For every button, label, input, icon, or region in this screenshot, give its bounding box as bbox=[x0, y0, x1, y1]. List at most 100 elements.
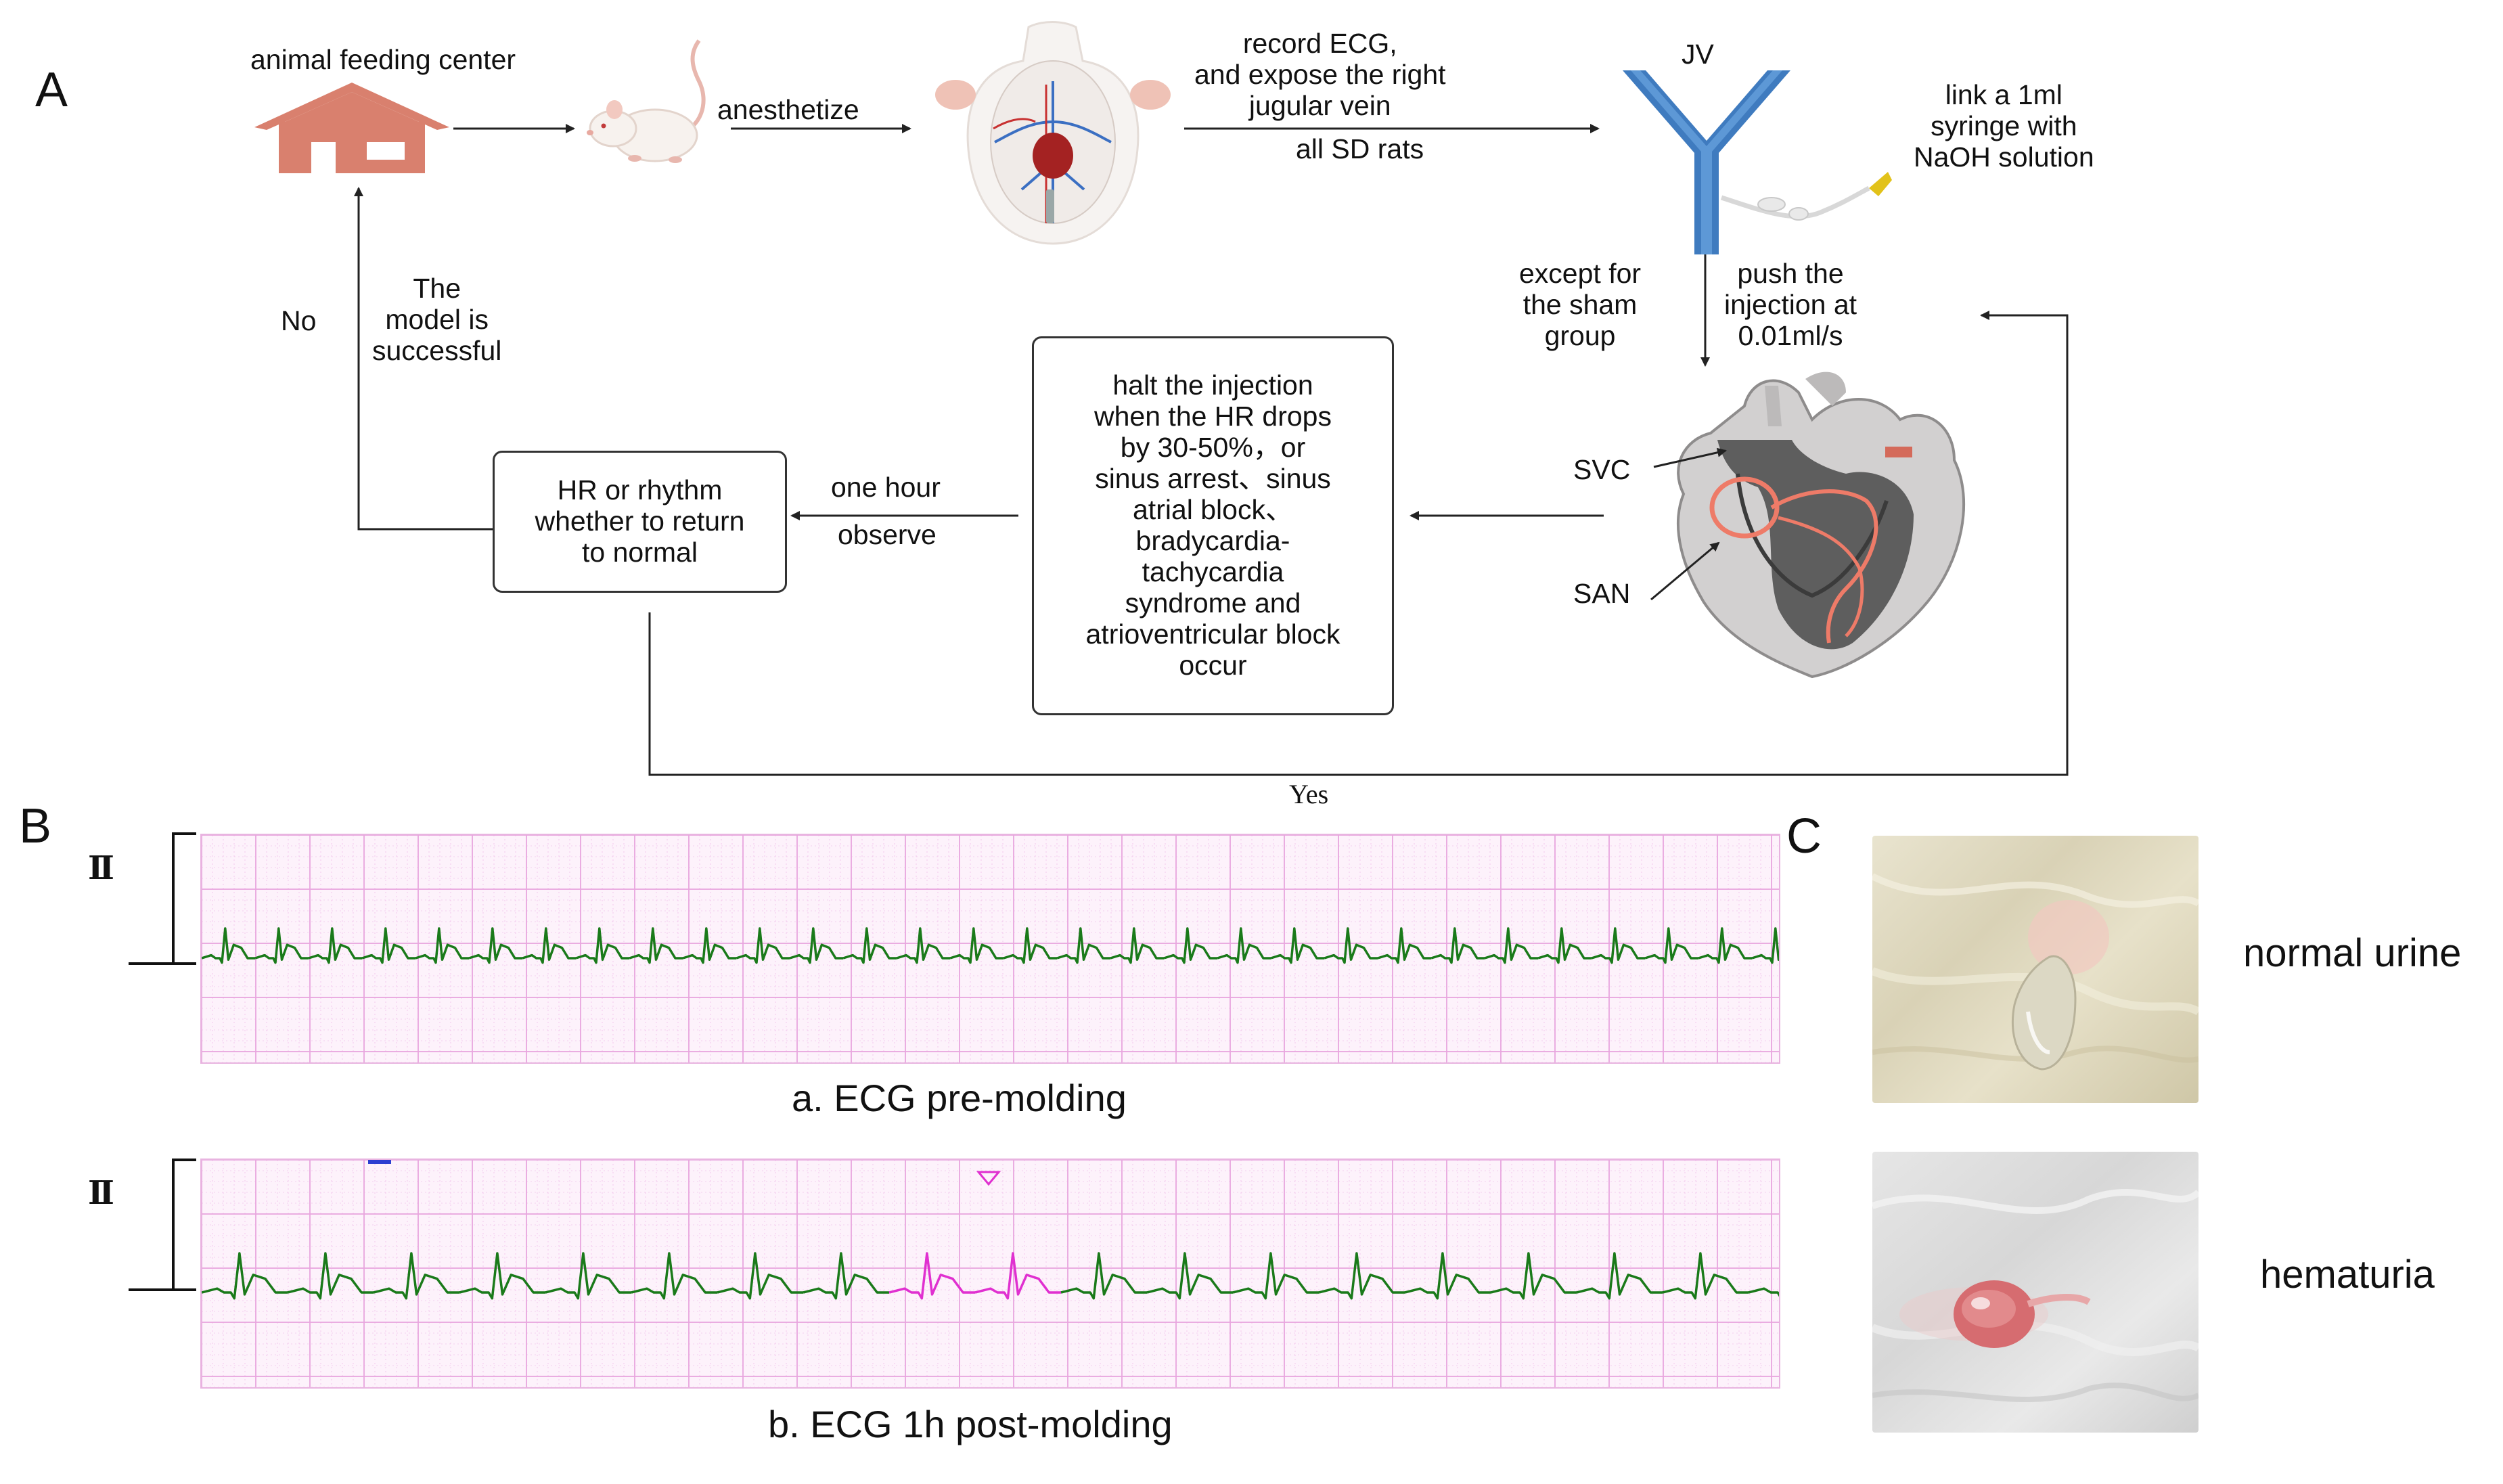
ecg-beat bbox=[629, 927, 683, 964]
except-line-2: the sham bbox=[1523, 288, 1638, 320]
ecg-beat bbox=[1484, 927, 1538, 964]
ecg-beat bbox=[888, 1252, 975, 1300]
ecg-beat bbox=[717, 1252, 803, 1300]
arrow-no-loop bbox=[354, 187, 493, 531]
push-line-1: push the bbox=[1737, 258, 1844, 289]
ecg-beat bbox=[415, 927, 469, 964]
ecg-beat bbox=[1217, 927, 1271, 964]
ecg-post-caption: b. ECG 1h post-molding bbox=[768, 1403, 1173, 1445]
san-label: SAN bbox=[1573, 578, 1631, 609]
arrhythmia-marker-icon bbox=[976, 1171, 1001, 1186]
ecg-grid bbox=[201, 834, 1779, 1063]
syringe-label: link a 1ml syringe with NaOH solution bbox=[1914, 79, 2094, 173]
record-line-2: and expose the right bbox=[1194, 58, 1446, 90]
halt-line-3: by 30-50%，or bbox=[1120, 432, 1306, 464]
ecg-beat bbox=[575, 927, 629, 964]
ecg-beat bbox=[1662, 1252, 1749, 1300]
halt-line-10: occur bbox=[1179, 649, 1247, 681]
surgery-rat-icon bbox=[935, 21, 1171, 245]
jugular-vein-icon bbox=[1623, 70, 1790, 254]
observe-label: observe bbox=[838, 519, 937, 550]
ecg-beat bbox=[789, 927, 843, 964]
model-successful-label: The model is successful bbox=[372, 273, 501, 367]
ecg-beat bbox=[1163, 927, 1217, 964]
ecg-beat bbox=[1576, 1252, 1663, 1300]
ecg-beat bbox=[682, 927, 736, 964]
ecg-post-calibration bbox=[129, 1159, 196, 1291]
syringe-line-2: syringe with bbox=[1931, 110, 2077, 141]
except-line-1: except for bbox=[1519, 258, 1642, 289]
ecg-beat bbox=[287, 1252, 374, 1300]
hematuria-photo bbox=[1872, 1152, 2198, 1433]
ecg-post-strip bbox=[200, 1159, 1834, 1389]
push-line-3: 0.01ml/s bbox=[1738, 319, 1843, 351]
ecg-beat bbox=[631, 1252, 717, 1300]
ecg-pre-caption: a. ECG pre-molding bbox=[792, 1077, 1127, 1119]
except-sham-label: except for the sham group bbox=[1519, 258, 1641, 352]
ecg-beat bbox=[545, 1252, 631, 1300]
halt-line-7: tachycardia bbox=[1142, 556, 1284, 587]
halt-line-8: syndrome and bbox=[1125, 587, 1301, 619]
ecg-pre-lead-label: II bbox=[88, 849, 114, 887]
ecg-beat bbox=[1377, 927, 1431, 964]
ecg-post-trace bbox=[201, 1159, 1834, 1388]
ecg-beat bbox=[1318, 1252, 1405, 1300]
hr-line-2: whether to return bbox=[535, 505, 745, 537]
ecg-beat bbox=[1060, 1252, 1147, 1300]
feeding-center-label: animal feeding center bbox=[250, 44, 516, 75]
ecg-beat bbox=[373, 1252, 459, 1300]
record-line-3: jugular vein bbox=[1248, 89, 1391, 121]
ecg-beat bbox=[1748, 1252, 1834, 1300]
model-line-2: model is bbox=[385, 303, 489, 335]
ecg-pre-strip bbox=[200, 834, 1805, 1064]
ecg-beat bbox=[1698, 927, 1752, 964]
panel-label-b: B bbox=[19, 799, 52, 853]
svc-pointer bbox=[1653, 447, 1727, 468]
heart-icon bbox=[1676, 372, 1966, 679]
hr-line-1: HR or rhythm bbox=[557, 474, 723, 506]
hr-rhythm-box: HR or rhythm whether to return to normal bbox=[493, 451, 787, 593]
jv-label: JV bbox=[1682, 39, 1714, 70]
ecg-beat bbox=[1644, 927, 1698, 964]
ecg-beat bbox=[1430, 927, 1485, 964]
ecg-beat bbox=[1232, 1252, 1319, 1300]
ecg-beat bbox=[459, 1252, 545, 1300]
halt-line-5: atrial block、 bbox=[1133, 494, 1293, 526]
ecg-beat bbox=[949, 927, 1004, 964]
one-hour-label: one hour bbox=[831, 472, 941, 503]
panel-label-a: A bbox=[35, 63, 68, 117]
flow-connectors bbox=[354, 124, 2069, 776]
halt-line-6: bradycardia- bbox=[1135, 525, 1290, 556]
ecg-beat bbox=[1751, 927, 1805, 964]
panel-label-c: C bbox=[1786, 809, 1822, 863]
syringe-icon bbox=[1720, 172, 1892, 221]
hematuria-label: hematuria bbox=[2260, 1253, 2435, 1297]
ecg-beat bbox=[1056, 927, 1110, 964]
halt-line-1: halt the injection bbox=[1112, 369, 1313, 401]
record-line-1: record ECG, bbox=[1242, 28, 1397, 59]
halt-injection-box: halt the injection when the HR drops by … bbox=[1032, 336, 1394, 715]
arrow-yes-loop bbox=[648, 311, 2069, 776]
animal-house-icon bbox=[254, 83, 449, 173]
halt-line-9: atrioventricular block bbox=[1085, 618, 1340, 650]
ecg-beat bbox=[974, 1252, 1061, 1300]
ecg-beat bbox=[361, 927, 415, 964]
ecg-beat bbox=[308, 927, 362, 964]
ecg-pre-calibration bbox=[129, 832, 196, 965]
ecg-beat bbox=[736, 927, 790, 964]
push-injection-label: push the injection at 0.01ml/s bbox=[1724, 258, 1857, 352]
syringe-line-3: NaOH solution bbox=[1914, 141, 2094, 173]
no-label: No bbox=[281, 305, 317, 336]
ecg-beat bbox=[1324, 927, 1378, 964]
event-marker-icon bbox=[368, 1160, 391, 1164]
ecg-beat bbox=[468, 927, 522, 964]
yes-label: Yes bbox=[1289, 779, 1329, 809]
ecg-beat bbox=[1270, 927, 1324, 964]
model-line-3: successful bbox=[372, 334, 502, 366]
ecg-beat bbox=[201, 1252, 288, 1300]
ecg-beat bbox=[1110, 927, 1164, 964]
ecg-beat bbox=[201, 927, 255, 964]
all-sd-rats-label: all SD rats bbox=[1296, 133, 1424, 164]
normal-urine-label: normal urine bbox=[2243, 931, 2462, 975]
ecg-beat bbox=[1146, 1252, 1233, 1300]
